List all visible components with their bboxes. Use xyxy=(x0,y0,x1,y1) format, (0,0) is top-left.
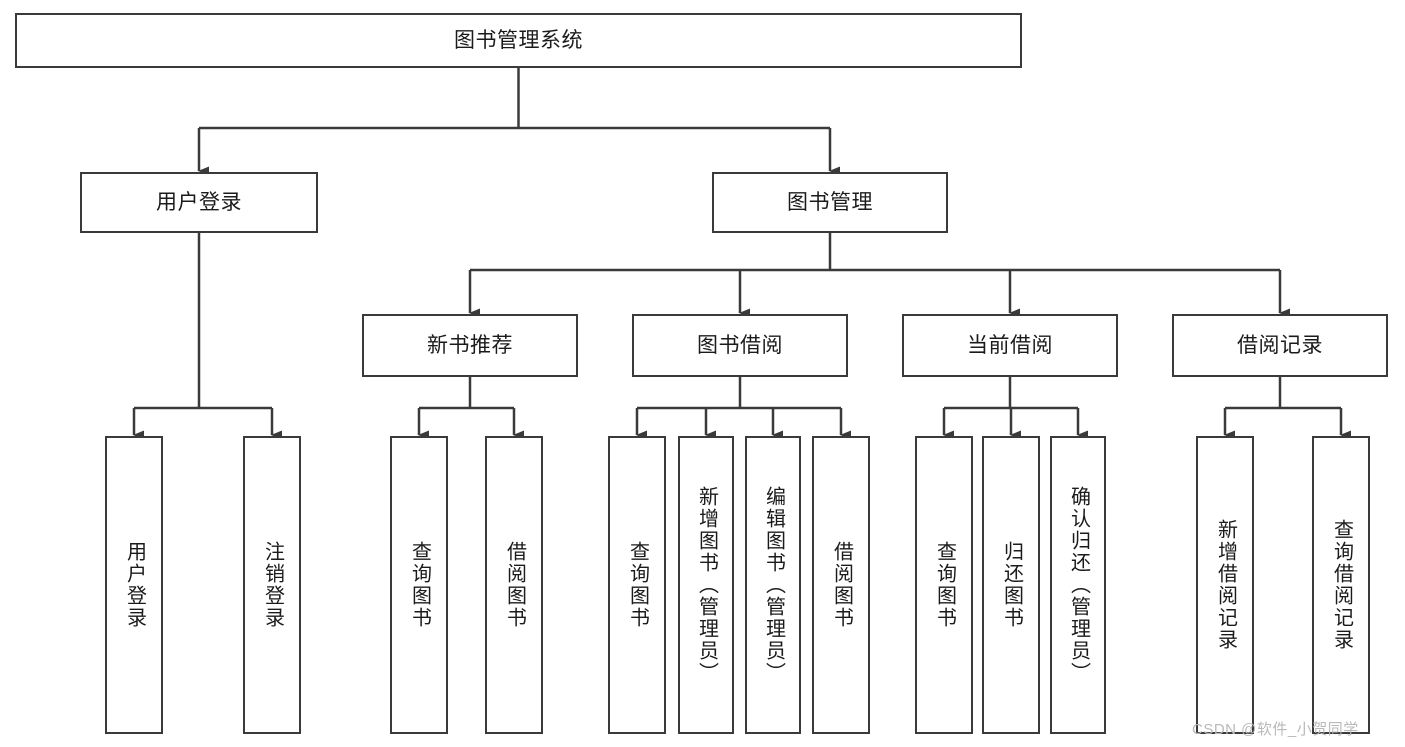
node-label: 查询图书 xyxy=(933,541,956,629)
node-label: 图书管理 xyxy=(787,190,873,214)
node-root[interactable]: 图书管理系统 xyxy=(15,13,1022,68)
node-label: 编辑图书（管理员） xyxy=(762,486,785,684)
node-label: 确认归还（管理员） xyxy=(1067,486,1090,684)
node-label: 用户登录 xyxy=(156,190,242,214)
connector-lines xyxy=(132,68,1351,440)
node-current[interactable]: 当前借阅 xyxy=(902,314,1118,377)
node-leaf-6[interactable]: 新增图书（管理员） xyxy=(678,436,734,734)
node-newbook[interactable]: 新书推荐 xyxy=(362,314,578,377)
node-leaf-3[interactable]: 查询图书 xyxy=(390,436,448,734)
node-label: 借阅图书 xyxy=(503,541,526,629)
node-label: 新增图书（管理员） xyxy=(695,486,718,684)
node-label: 归还图书 xyxy=(1000,541,1023,629)
node-label: 图书借阅 xyxy=(697,333,783,357)
node-leaf-9[interactable]: 查询图书 xyxy=(915,436,973,734)
node-leaf-7[interactable]: 编辑图书（管理员） xyxy=(745,436,801,734)
node-label: 新书推荐 xyxy=(427,333,513,357)
node-leaf-10[interactable]: 归还图书 xyxy=(982,436,1040,734)
node-leaf-13[interactable]: 查询借阅记录 xyxy=(1312,436,1370,734)
node-label: 查询图书 xyxy=(408,541,431,629)
node-leaf-2[interactable]: 注销登录 xyxy=(243,436,301,734)
node-leaf-12[interactable]: 新增借阅记录 xyxy=(1196,436,1254,734)
node-records[interactable]: 借阅记录 xyxy=(1172,314,1388,377)
node-label: 新增借阅记录 xyxy=(1214,519,1237,651)
node-leaf-5[interactable]: 查询图书 xyxy=(608,436,666,734)
node-label: 用户登录 xyxy=(123,541,146,629)
node-label: 查询图书 xyxy=(626,541,649,629)
node-leaf-8[interactable]: 借阅图书 xyxy=(812,436,870,734)
node-leaf-4[interactable]: 借阅图书 xyxy=(485,436,543,734)
node-borrow[interactable]: 图书借阅 xyxy=(632,314,848,377)
node-leaf-1[interactable]: 用户登录 xyxy=(105,436,163,734)
node-label: 当前借阅 xyxy=(967,333,1053,357)
node-label: 图书管理系统 xyxy=(454,28,583,52)
node-login[interactable]: 用户登录 xyxy=(80,172,318,233)
node-label: 借阅图书 xyxy=(830,541,853,629)
node-label: 查询借阅记录 xyxy=(1330,519,1353,651)
node-bookmgmt[interactable]: 图书管理 xyxy=(712,172,948,233)
node-leaf-11[interactable]: 确认归还（管理员） xyxy=(1050,436,1106,734)
node-label: 注销登录 xyxy=(261,541,284,629)
node-label: 借阅记录 xyxy=(1237,333,1323,357)
